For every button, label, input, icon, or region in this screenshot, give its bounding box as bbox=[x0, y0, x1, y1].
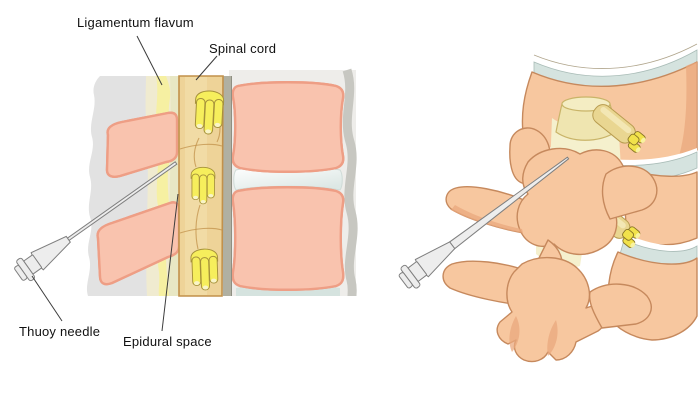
dural-sleeve-line bbox=[179, 227, 223, 234]
bone-speckles bbox=[231, 186, 345, 291]
cross-section-panel bbox=[14, 35, 358, 332]
bone-shading bbox=[547, 320, 558, 356]
needle-hub-knob bbox=[398, 272, 413, 289]
bone-shading bbox=[509, 316, 520, 352]
leader-line-spinal-cord bbox=[195, 55, 218, 81]
vertebrae-3d-panel bbox=[398, 43, 698, 363]
disc-highlight bbox=[518, 136, 697, 168]
thuoy-needle-label: Thuoy needle bbox=[19, 324, 101, 339]
bone-speckles bbox=[231, 81, 345, 173]
leader-line-epidural-space bbox=[161, 193, 179, 332]
ligamentum-flavum-label: Ligamentum flavum bbox=[77, 15, 194, 30]
spinal-cord-label: Spinal cord bbox=[209, 41, 277, 56]
leader-line-thuoy-needle bbox=[31, 275, 63, 322]
dura-posterior-strip bbox=[223, 76, 232, 296]
leader-line-ligamentum-flavum bbox=[136, 35, 163, 86]
articular-process-right bbox=[588, 283, 652, 329]
nerve-root-upper bbox=[592, 104, 650, 155]
disc-edge-line bbox=[533, 43, 698, 69]
dural-sleeve-line bbox=[193, 137, 200, 168]
vertebra-posterior-elements-lower bbox=[442, 257, 652, 363]
epidural-needle-right bbox=[398, 156, 570, 289]
articular-process-right bbox=[601, 165, 658, 220]
posterior-tissue-curtain bbox=[342, 68, 358, 297]
bone-shading bbox=[451, 205, 523, 233]
dural-sleeve-line bbox=[179, 143, 223, 150]
dural-sleeve-line bbox=[195, 204, 201, 250]
epidural-needle-left bbox=[14, 161, 178, 282]
needle-hub-knob bbox=[14, 265, 28, 281]
epidural-space-label: Epidural space bbox=[123, 334, 212, 349]
body-shading bbox=[679, 62, 697, 156]
